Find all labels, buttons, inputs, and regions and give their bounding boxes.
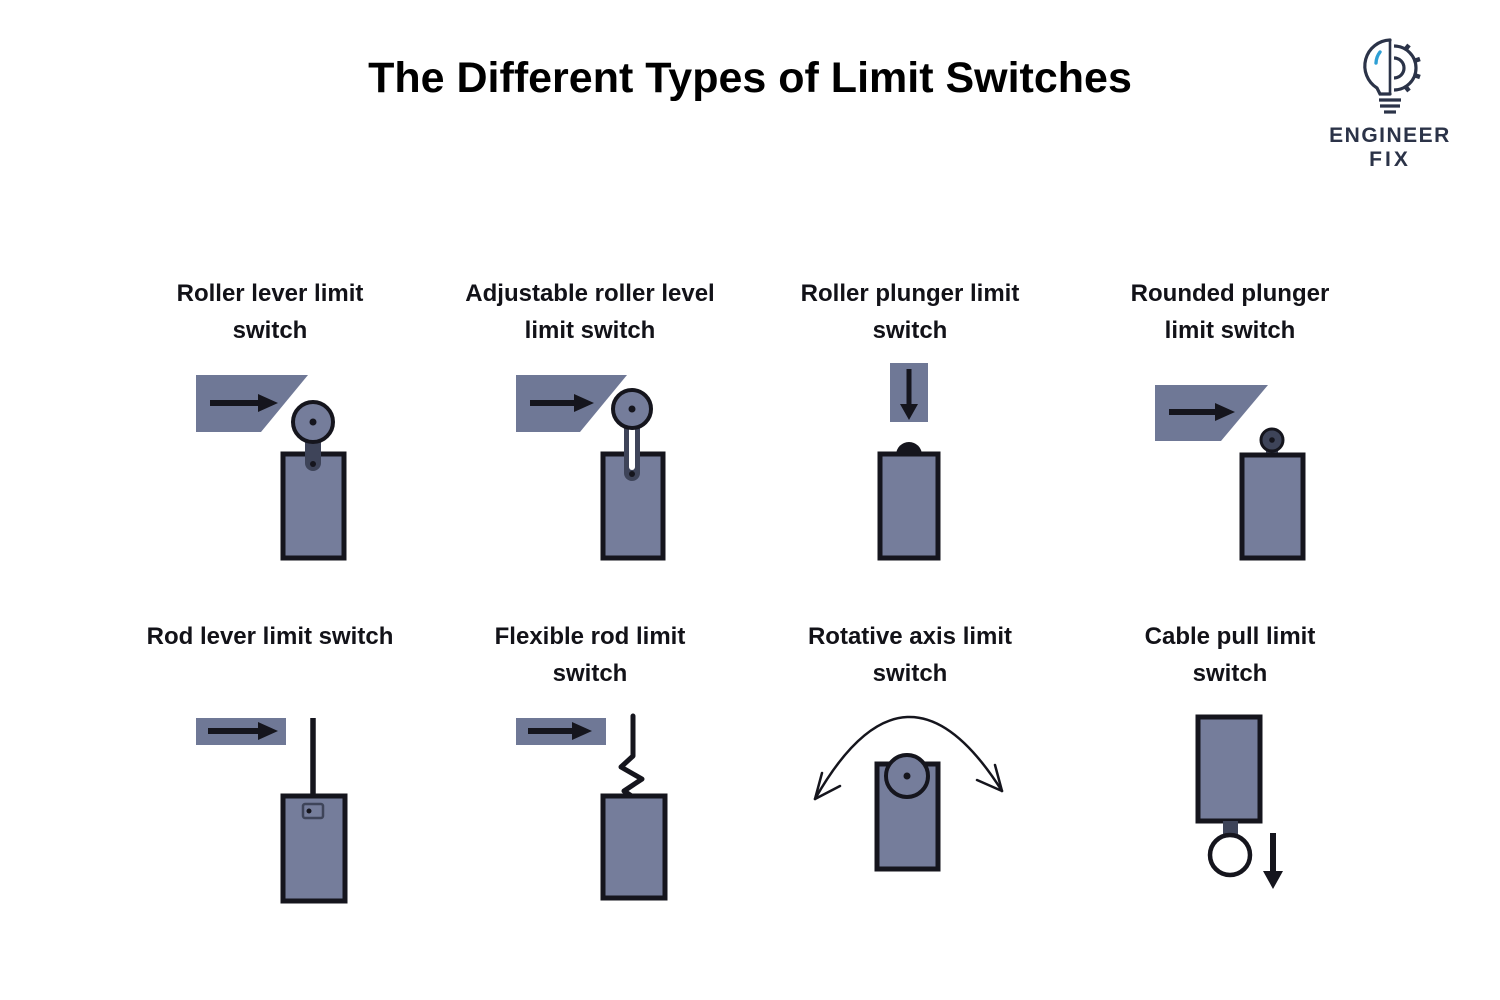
panel-adjustable-roller: Adjustable roller level limit switch <box>440 255 740 585</box>
lightbulb-gear-icon <box>1363 38 1421 114</box>
mount-dot <box>306 808 312 814</box>
switch-body <box>280 451 347 561</box>
gear-tooth <box>1403 84 1411 93</box>
pull-ring <box>1207 832 1253 878</box>
plunger-dot <box>1269 437 1275 443</box>
roller-lever-diagram <box>196 375 347 561</box>
gear-outline <box>1393 44 1418 92</box>
panel-label: Rounded plunger limit switch <box>1130 280 1330 344</box>
flexible-rod <box>618 713 645 800</box>
gear-tooth <box>1403 43 1411 52</box>
panel-rotative-axis: Rotative axis limit switch <box>760 598 1060 928</box>
panel-label: Flexible rod limit switch <box>494 623 686 687</box>
gear-hub <box>1393 56 1406 80</box>
roller-plunger-diagram <box>877 363 941 561</box>
panel-label: Roller plunger limit switch <box>800 280 1020 344</box>
panel-rounded-plunger: Rounded plunger limit switch <box>1080 255 1380 585</box>
arc-arrowhead-right <box>975 763 1004 793</box>
switch-body <box>600 793 668 901</box>
panel-label: Rod lever limit switch <box>146 623 394 650</box>
roller-axle-dot <box>309 418 317 426</box>
rod-lever-diagram <box>196 718 348 904</box>
switch-body <box>1195 714 1263 824</box>
page-title: The Different Types of Limit Switches <box>368 54 1132 102</box>
arrow-head <box>258 394 278 412</box>
panel-cable-pull: Cable pull limit switch <box>1080 598 1380 928</box>
switch-body <box>1239 452 1306 561</box>
flexible-rod-diagram <box>516 713 668 901</box>
panel-label: Adjustable roller level limit switch <box>465 280 715 344</box>
arc-arrowhead-left <box>813 771 842 801</box>
logo-text-fix: FIX <box>1369 148 1411 171</box>
panel-rod-lever: Rod lever limit switch <box>120 598 420 928</box>
rounded-plunger-diagram <box>1155 385 1306 561</box>
rotative-axis-diagram <box>813 715 1004 872</box>
arrow-head <box>572 722 592 740</box>
adjustment-slot <box>629 426 635 470</box>
arrow-head <box>1263 871 1283 889</box>
panel-flexible-rod: Flexible rod limit switch <box>440 598 740 928</box>
blue-accent-arc <box>1374 50 1382 65</box>
gear-tooth <box>1413 56 1421 64</box>
roller-axle-dot <box>628 405 636 413</box>
lever-pivot-dot <box>310 461 316 467</box>
bulb-outline <box>1363 38 1392 96</box>
switch-body <box>877 451 941 561</box>
arrow-head <box>258 722 278 740</box>
panel-roller-lever: Roller lever limit switch <box>120 255 420 585</box>
cable-stem <box>1223 821 1238 835</box>
lever-pivot-dot <box>629 471 635 477</box>
panel-label: Roller lever limit switch <box>176 280 364 344</box>
arrow-head <box>1215 403 1235 421</box>
gear-tooth <box>1413 72 1421 80</box>
panel-label: Cable pull limit switch <box>1144 623 1316 687</box>
axis-dot <box>903 772 911 780</box>
rotation-arc-double-arrow-icon <box>813 715 1004 801</box>
arrow-head <box>574 394 594 412</box>
rod-mount <box>301 802 325 820</box>
adjustable-roller-diagram <box>516 375 666 561</box>
logo-text-engineer: ENGINEER <box>1329 124 1451 147</box>
engineer-fix-logo: ENGINEER FIX <box>1315 30 1465 172</box>
arrow-head <box>900 404 918 420</box>
panel-roller-plunger: Roller plunger limit switch <box>760 255 1060 585</box>
cable-pull-diagram <box>1195 714 1283 889</box>
panel-label: Rotative axis limit switch <box>807 623 1013 687</box>
